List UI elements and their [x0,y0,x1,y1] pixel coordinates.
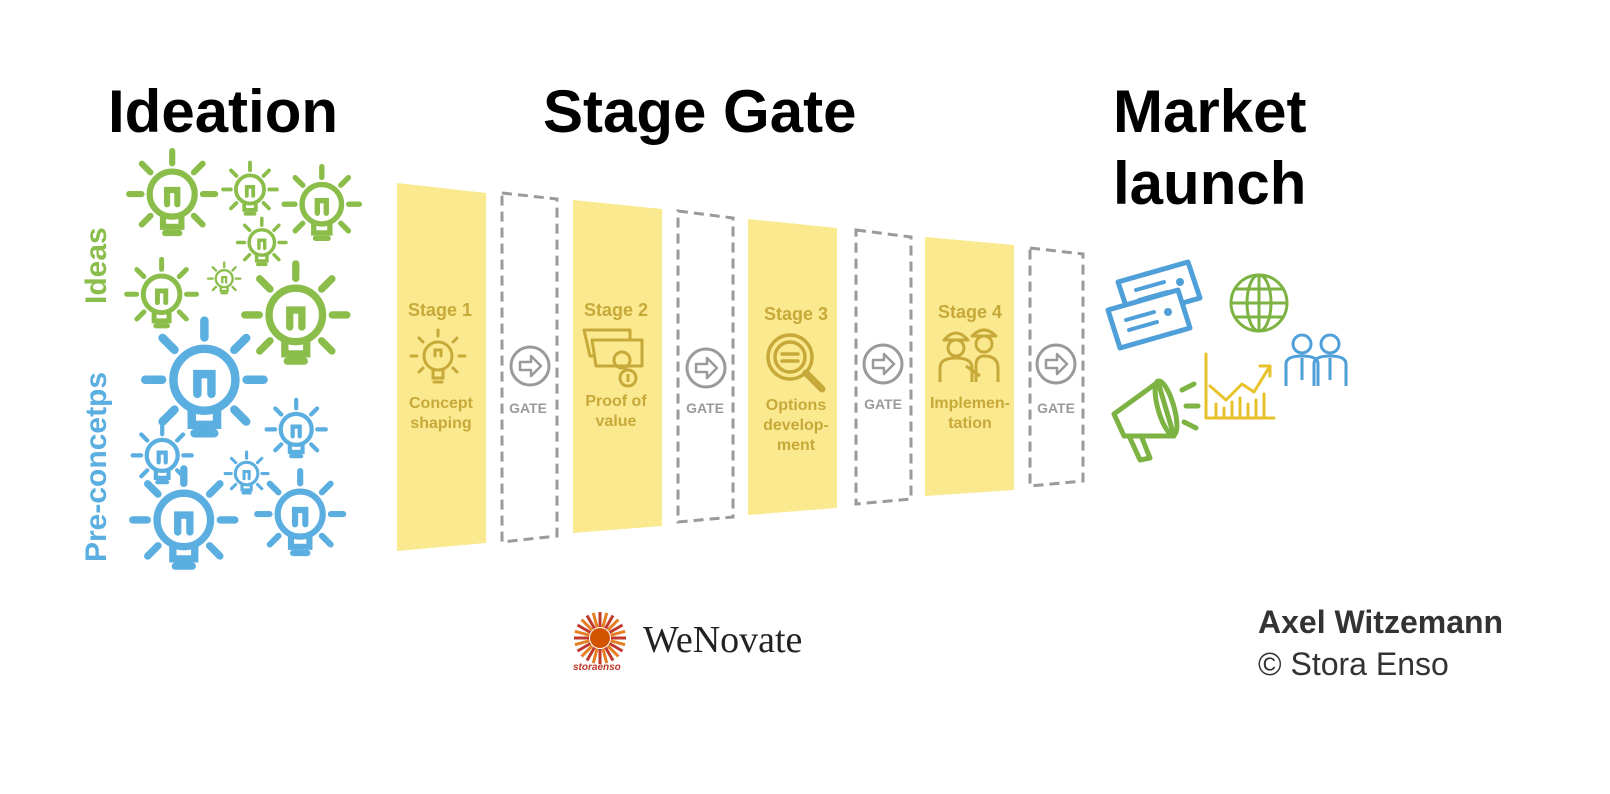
tickets-icon [1105,259,1203,351]
lightbulb-icon [129,465,239,570]
stage-4-title: Stage 4 [937,302,1003,322]
lightbulb-icon [241,260,351,365]
stage-gate-heading: Stage Gate [543,78,857,145]
stage-3-desc-line: ment [776,437,816,454]
stage-4-description: Implemen- tation [920,394,1020,434]
stage-2-description: Proof of value [566,392,666,432]
author-name: Axel Witzemann [1258,604,1504,640]
stage-2-desc-line: value [595,413,637,430]
copyright-notice: © Stora Enso [1258,646,1449,682]
gate-1-panel [500,191,559,544]
stage-3-description: Options develop- ment [746,396,846,456]
gate-3-label: GATE [864,396,902,412]
gate-4-label: GATE [1037,400,1075,416]
gate-2-label: GATE [686,400,724,416]
stage-3-desc-line: develop- [763,417,829,434]
stage-3-panel [748,219,837,515]
lightbulb-icon [264,397,328,459]
stora-enso-logo-icon [574,612,626,664]
market-launch-heading-line1: Market [1113,78,1307,145]
gate-4-arrow-icon [1035,343,1077,385]
stage-1-title: Stage 1 [407,300,473,320]
gate-1-label: GATE [509,400,547,416]
stage-4-desc-line: Implemen- [929,395,1010,412]
gate-4-panel [1028,246,1085,488]
lightbulb-icon [223,450,271,495]
stage-4-panel [925,237,1014,496]
gate-1-arrow-icon [509,345,551,387]
lightbulb-icon [236,216,288,267]
growth-chart-icon [1204,352,1276,420]
lightbulb-icon [221,160,279,216]
gate-2-panel [676,209,735,524]
stage-2-title: Stage 2 [583,300,649,320]
market-launch-heading-line2: launch [1113,150,1307,217]
stage-1-panel [397,183,486,551]
ideation-heading: Ideation [108,78,339,145]
stage-2-desc-line: Proof of [585,393,647,410]
money-icon [582,328,644,388]
wenovate-brand: WeNovate [643,619,803,661]
gate-3-arrow-icon [862,343,904,385]
lightbulb-icon [130,423,194,485]
lightbulb-icon [124,257,200,329]
stage-4-desc-line: tation [948,415,992,432]
gate-3-panel [854,228,913,506]
magnifier-icon [766,333,826,393]
workers-icon [938,328,1000,382]
lightbulb-icon [125,147,219,236]
lightbulb-icon [206,261,242,295]
stage-1-description: Concept shaping [391,394,491,434]
stora-enso-logo-text: storaenso [573,662,621,673]
megaphone-icon [1111,378,1201,463]
people-icon [1284,333,1348,386]
stage-1-desc-line: Concept [409,395,473,412]
gate-2-arrow-icon [685,347,727,389]
lightbulb-icon [409,328,467,384]
lightbulb-icon [140,316,268,438]
globe-icon [1229,273,1289,333]
lightbulb-icon [253,467,347,556]
stage-3-title: Stage 3 [763,304,829,324]
lightbulb-icon [281,164,363,242]
stage-3-desc-line: Options [765,397,827,414]
stage-1-desc-line: shaping [410,415,472,432]
